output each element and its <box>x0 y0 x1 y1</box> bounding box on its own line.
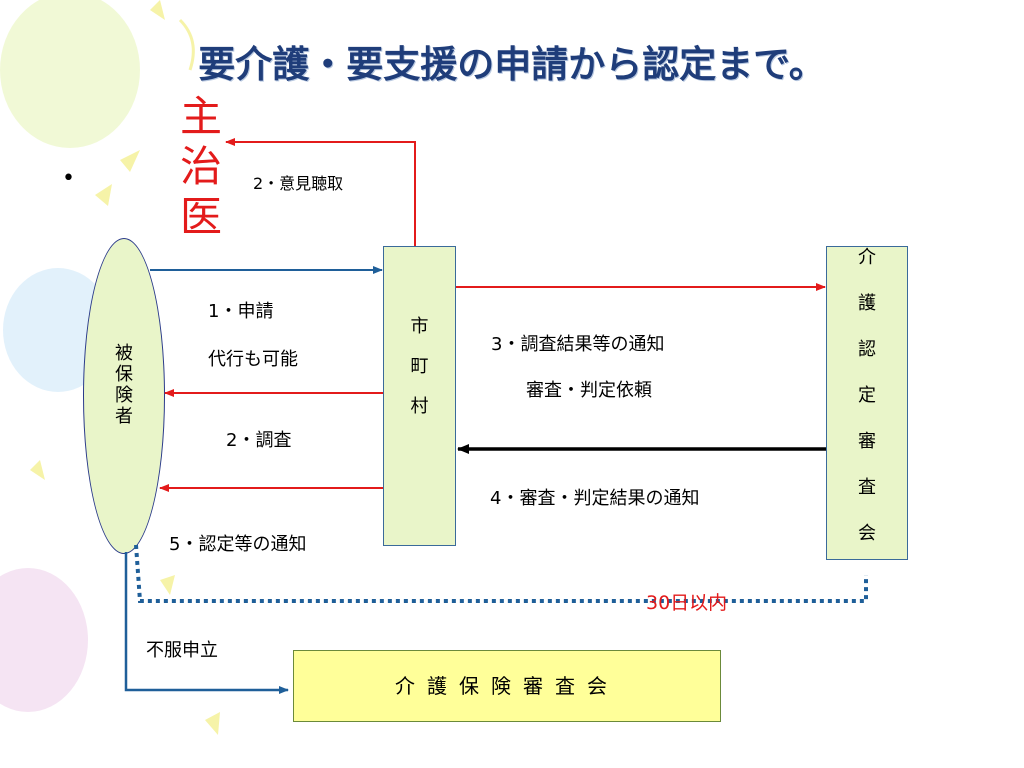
doctor-char: 医 <box>179 192 222 241</box>
proxy-label: 代行も可能 <box>208 349 298 370</box>
insurance-review-board-node: 介護保険審査会 <box>293 650 721 722</box>
committee-char: 介 <box>858 247 876 268</box>
insured-char: 険 <box>115 385 133 406</box>
committee-char: 護 <box>858 293 876 314</box>
certification-notice-label: 5・認定等の通知 <box>169 534 307 555</box>
care-certification-committee-node: 介 護 認 定 審 査 会 <box>826 246 908 560</box>
committee-char: 定 <box>858 385 876 406</box>
committee-char: 認 <box>858 339 876 360</box>
committee-char: 会 <box>858 523 876 544</box>
committee-char: 査 <box>858 477 876 498</box>
insured-char: 保 <box>115 364 133 385</box>
municipality-char: 町 <box>410 356 429 377</box>
doctor-char: 主 <box>179 92 222 141</box>
municipality-node: 市 町 村 <box>383 246 456 546</box>
opinion-request-arrow <box>225 138 416 246</box>
bullet-mark: • <box>62 166 75 191</box>
municipality-char: 村 <box>410 396 429 417</box>
apply-label: 1・申請 <box>208 301 274 322</box>
attending-physician-label: 主 治 医 <box>176 92 226 242</box>
doctor-char: 治 <box>179 142 222 191</box>
committee-char: 審 <box>858 431 876 452</box>
opinion-label: 2・意見聴取 <box>253 174 344 193</box>
request-judgement-label: 審査・判定依頼 <box>526 380 652 401</box>
municipality-char: 市 <box>410 316 429 337</box>
survey-label: 2・調査 <box>226 430 292 451</box>
notify-result-label: 3・調査結果等の通知 <box>491 334 665 355</box>
objection-arrow <box>124 552 289 694</box>
judgement-notice-label: 4・審査・判定結果の通知 <box>490 488 700 509</box>
page-title: 要介護・要支援の申請から認定まで。 <box>198 43 826 86</box>
within-days-label: 30日以内 <box>646 592 728 614</box>
insured-char: 被 <box>115 343 133 364</box>
objection-label: 不服申立 <box>146 640 218 661</box>
insured-char: 者 <box>115 406 133 427</box>
thirty-day-dotted-line <box>134 544 868 603</box>
